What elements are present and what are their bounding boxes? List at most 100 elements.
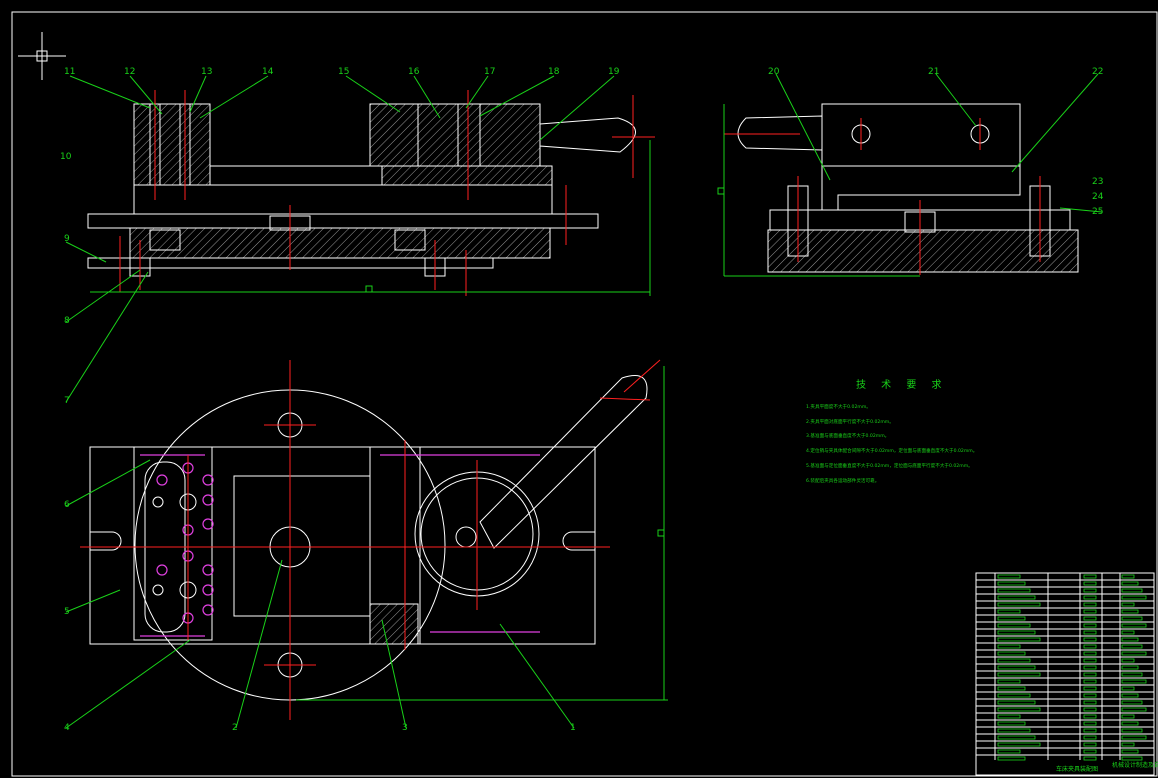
title-block-entry <box>1121 644 1143 649</box>
part-label-14: 14 <box>262 67 274 77</box>
ucs-crosshair-icon <box>18 32 66 80</box>
part-label-15: 15 <box>338 67 349 77</box>
title-block-entry <box>1083 686 1097 691</box>
tech-req-item: 5.基准面与定位面垂直度不大于0.02mm，定位面与底面平行度不大于0.02mm… <box>806 462 973 469</box>
title-block-entry <box>1121 735 1147 740</box>
title-block-entry <box>1083 707 1097 712</box>
part-label-12: 12 <box>124 67 135 77</box>
title-block-entry <box>1121 658 1135 663</box>
title-block-entry <box>1083 616 1097 621</box>
title-block-entry <box>997 686 1026 691</box>
title-block-entry <box>1121 574 1135 579</box>
title-block-entry <box>997 602 1041 607</box>
title-block-entry <box>997 609 1021 614</box>
title-block-entry <box>1083 672 1097 677</box>
title-block-entry <box>997 749 1021 754</box>
title-block-entry <box>1083 700 1097 705</box>
title-block-entry <box>997 658 1031 663</box>
title-block-entry <box>997 742 1041 747</box>
title-block-entry <box>1083 756 1097 761</box>
part-label-1: 1 <box>570 723 576 733</box>
title-block-entry <box>997 672 1041 677</box>
title-block-entry <box>997 630 1036 635</box>
title-block-entry <box>997 616 1026 621</box>
title-block-entry <box>1083 574 1097 579</box>
part-label-11: 11 <box>64 67 75 77</box>
part-label-19: 19 <box>608 67 620 77</box>
title-block-entry <box>997 623 1031 628</box>
title-block-entry <box>1083 623 1097 628</box>
title-block-entry <box>1121 588 1143 593</box>
tech-req-item: 4.定位销与夹具体配合间隙不大于0.02mm，定位面与底面垂直度不大于0.02m… <box>806 447 977 454</box>
title-block-entry <box>997 574 1021 579</box>
title-block-entry <box>1083 602 1097 607</box>
title-block-entry <box>1083 742 1097 747</box>
part-label-24: 24 <box>1092 192 1104 202</box>
title-block-entry <box>1083 714 1097 719</box>
part-label-17: 17 <box>484 67 495 77</box>
title-block-entry <box>997 679 1021 684</box>
side-view <box>717 103 1079 277</box>
title-block-entry <box>997 756 1026 761</box>
title-block-entry <box>1121 651 1147 656</box>
title-block-entry <box>1121 686 1135 691</box>
part-label-8: 8 <box>64 316 70 326</box>
part-number-labels: 11 12 13 14 15 16 17 18 19 20 21 22 23 2… <box>60 67 1104 733</box>
title-block-entry <box>1121 679 1147 684</box>
title-block-entry <box>1083 644 1097 649</box>
title-block-entry <box>1083 721 1097 726</box>
title-block-entry <box>1083 693 1097 698</box>
title-block-entry <box>1121 630 1135 635</box>
title-block-entry <box>997 714 1021 719</box>
part-label-7: 7 <box>64 396 70 406</box>
tech-req-title: 技 术 要 求 <box>856 378 948 391</box>
title-block-entry <box>1083 630 1097 635</box>
tech-req-item: 3.基准面与底面垂直度不大于0.02mm。 <box>806 432 889 439</box>
title-block-entry <box>1121 637 1139 642</box>
tech-req-item: 1.夹具平面度不大于0.02mm。 <box>806 403 871 410</box>
title-block-entry <box>997 693 1031 698</box>
title-block-entry <box>1121 707 1147 712</box>
title-block-entry <box>997 665 1036 670</box>
title-block-entry <box>1121 728 1143 733</box>
part-label-10: 10 <box>60 152 72 162</box>
drawing-border <box>11 11 1158 777</box>
part-label-21: 21 <box>928 67 939 77</box>
top-view <box>80 359 668 720</box>
title-block-entry <box>997 637 1041 642</box>
title-block-entry <box>1121 595 1147 600</box>
title-block-entry <box>997 588 1031 593</box>
title-block-entry <box>1083 651 1097 656</box>
title-block-entry <box>997 651 1026 656</box>
part-label-2: 2 <box>232 723 238 733</box>
part-label-4: 4 <box>64 723 70 733</box>
title-block-entry <box>997 721 1026 726</box>
title-block-entry <box>997 595 1036 600</box>
part-label-6: 6 <box>64 500 70 510</box>
title-block-entry <box>1121 581 1139 586</box>
title-block-entry <box>1121 721 1139 726</box>
title-block-entry <box>997 700 1036 705</box>
part-label-20: 20 <box>768 67 780 77</box>
title-block-entry <box>1121 672 1143 677</box>
part-label-23: 23 <box>1092 177 1103 187</box>
front-view <box>87 90 655 296</box>
part-label-9: 9 <box>64 234 70 244</box>
part-label-3: 3 <box>402 723 408 733</box>
title-block-entry <box>1121 749 1139 754</box>
title-block-entry <box>997 707 1041 712</box>
title-block-entry <box>997 581 1026 586</box>
title-block-entry <box>1121 665 1139 670</box>
title-block-entry <box>1083 609 1097 614</box>
title-block-entry <box>1083 581 1097 586</box>
title-block-entry <box>1083 665 1097 670</box>
title-block-entry <box>1121 756 1143 761</box>
title-block-entry <box>1083 595 1097 600</box>
title-block-entry <box>1083 679 1097 684</box>
title-block-entry <box>1083 749 1097 754</box>
part-label-25: 25 <box>1092 207 1103 217</box>
title-block-entry <box>997 735 1036 740</box>
title-block-entry <box>1121 700 1143 705</box>
title-block-entry <box>997 728 1031 733</box>
